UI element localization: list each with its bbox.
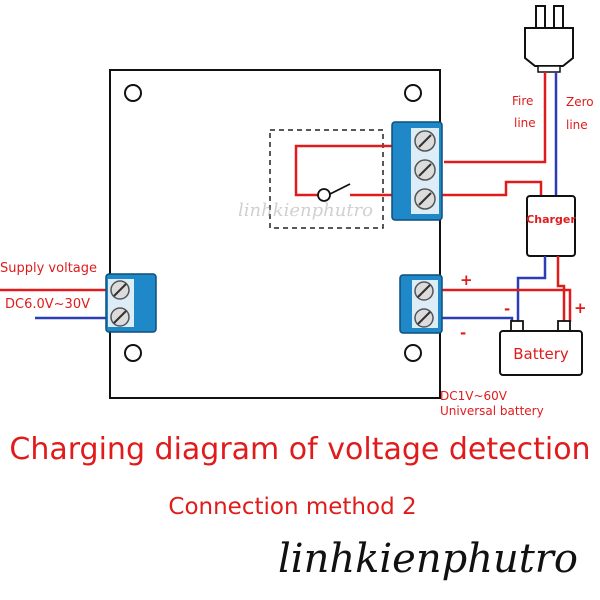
charger-neg-wire (516, 256, 547, 322)
battery-pos-terminal (557, 320, 571, 332)
page-title: Charging diagram of voltage detection (9, 432, 591, 467)
plug-icon (524, 5, 574, 73)
charger-box (526, 195, 576, 257)
output-neg-wire (442, 316, 514, 322)
signature: linhkienphutro (278, 536, 578, 582)
circuit-board (109, 69, 441, 399)
mount-hole-bottom-right (404, 344, 422, 362)
battery-range-label: DC1V~60V (440, 389, 508, 403)
relay-terminal-block (391, 121, 443, 221)
zero-line-label-2: line (566, 118, 588, 132)
relay-switch (329, 183, 351, 195)
plus-batt-label: + (574, 299, 587, 317)
relay-wire (294, 144, 427, 197)
watermark: linhkienphutro (238, 200, 373, 221)
minus-batt-label: - (460, 324, 466, 342)
page-subtitle: Connection method 2 (168, 494, 417, 520)
battery-box (499, 330, 583, 376)
mount-hole-top-left (124, 84, 142, 102)
relay-contact (317, 188, 331, 202)
supply-voltage-label: Supply voltage (0, 261, 97, 276)
charger-pos-wire (556, 256, 566, 322)
fire-line-label-2: line (514, 116, 536, 130)
relay-to-charger-wire (430, 180, 543, 197)
zero-line-label-1: Zero (566, 95, 594, 109)
mount-hole-top-right (404, 84, 422, 102)
fire-line-label-1: Fire (512, 94, 533, 108)
input-terminal-block (105, 273, 157, 333)
fire-line-wire (444, 72, 547, 164)
mount-hole-bottom-left (124, 344, 142, 362)
relay-area (269, 129, 384, 229)
output-terminal-block (399, 274, 443, 334)
charger-label: Charger (526, 213, 576, 226)
battery-label: Battery (513, 345, 569, 363)
battery-neg-terminal (510, 320, 524, 332)
output-pos-wire (442, 288, 572, 322)
supply-range-label: DC6.0V~30V (5, 297, 90, 312)
plus-top-label: + (460, 271, 473, 289)
battery-universal-label: Universal battery (440, 404, 544, 418)
minus-top-label: - (504, 300, 510, 318)
